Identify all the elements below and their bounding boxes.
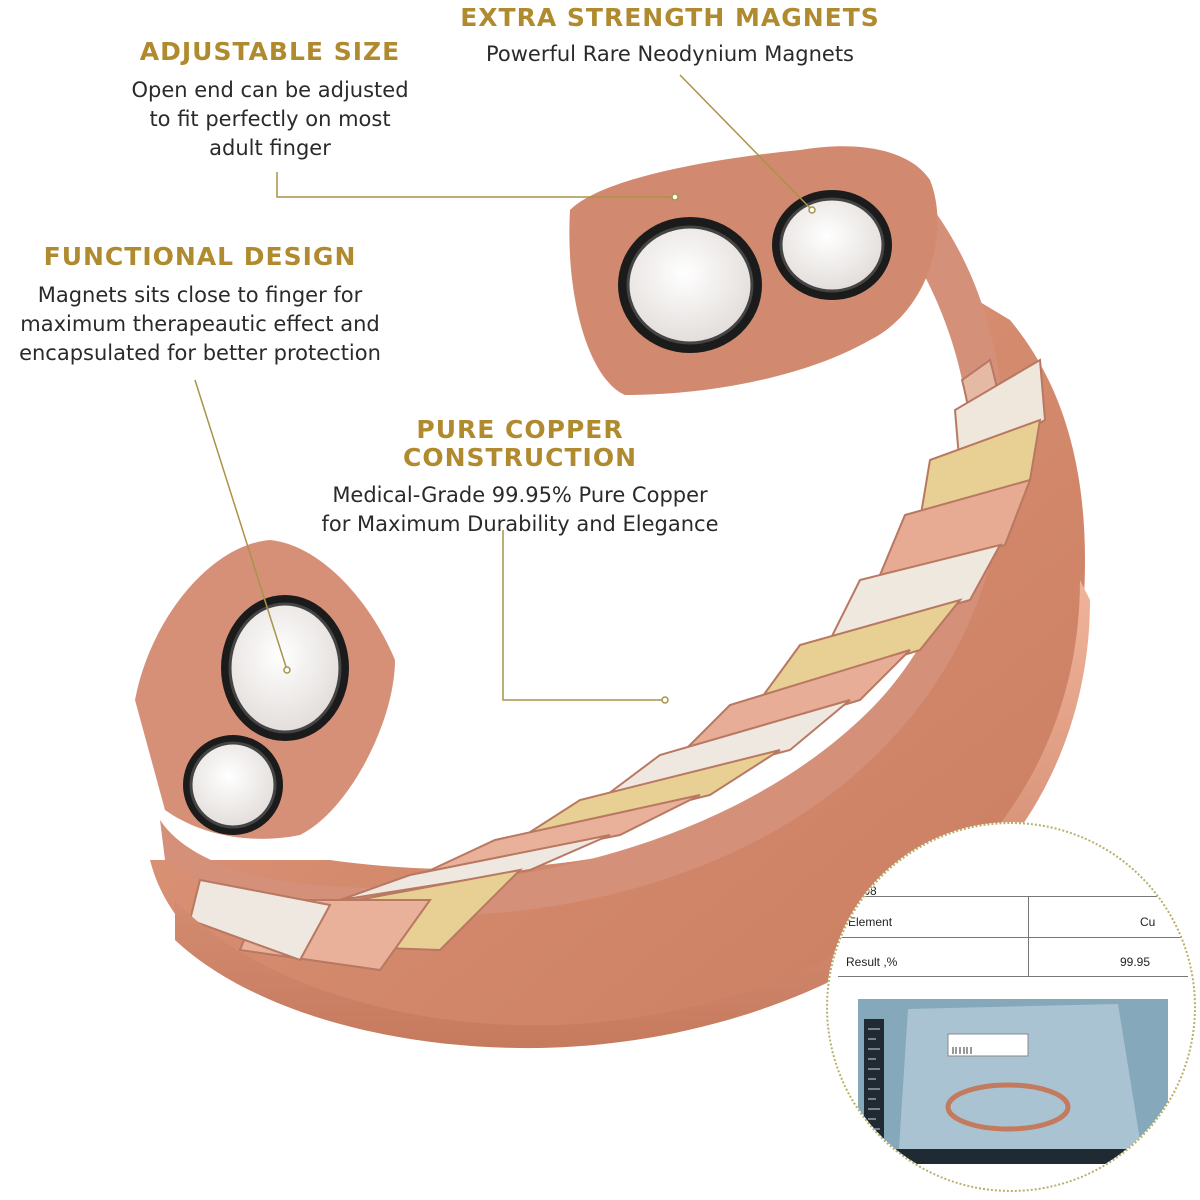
callout-description: Open end can be adjusted to fit perfectl… [131, 77, 409, 160]
leader-line-magnets [679, 74, 813, 211]
leader-line-copper [502, 530, 665, 701]
leader-line-adjustable [276, 172, 675, 198]
callout-adjustable-size: ADJUSTABLE SIZE Open end can be adjusted… [110, 38, 430, 163]
certificate-element-value: Cu [1140, 915, 1156, 929]
leader-line-functional [194, 379, 288, 671]
rope-twist [188, 358, 1047, 972]
table-divider [838, 937, 1188, 938]
table-divider [838, 896, 1188, 897]
sample-photo [858, 999, 1168, 1164]
callout-description: Medical-Grade 99.95% Pure Copper for Max… [321, 483, 719, 536]
callout-heading: ADJUSTABLE SIZE [139, 37, 401, 66]
magnet-group [183, 190, 892, 835]
certificate-year: 2008 [850, 884, 877, 898]
callout-functional-design: FUNCTIONAL DESIGN Magnets sits close to … [0, 243, 400, 368]
certificate-inset: 2008 Element Cu Result ,% 99.95 [826, 822, 1196, 1192]
certificate-result-value: 99.95 [1120, 955, 1151, 969]
callout-heading: EXTRA STRENGTH MAGNETS [460, 3, 880, 32]
leader-lines [194, 74, 816, 704]
callout-heading: FUNCTIONAL DESIGN [43, 242, 357, 271]
callout-description: Magnets sits close to finger for maximum… [19, 282, 381, 365]
certificate-result-label: Result ,% [846, 955, 898, 969]
callout-heading: PURE COPPER CONSTRUCTION [402, 415, 637, 472]
certificate-element-label: Element [848, 915, 893, 929]
ring-band-outer [150, 290, 1085, 1042]
table-divider [838, 976, 1188, 977]
callout-pure-copper-construction: PURE COPPER CONSTRUCTION Medical-Grade 9… [300, 416, 740, 539]
callout-extra-strength-magnets: EXTRA STRENGTH MAGNETS Powerful Rare Neo… [460, 4, 880, 69]
callout-description: Powerful Rare Neodynium Magnets [485, 41, 854, 66]
table-divider [1028, 896, 1029, 976]
